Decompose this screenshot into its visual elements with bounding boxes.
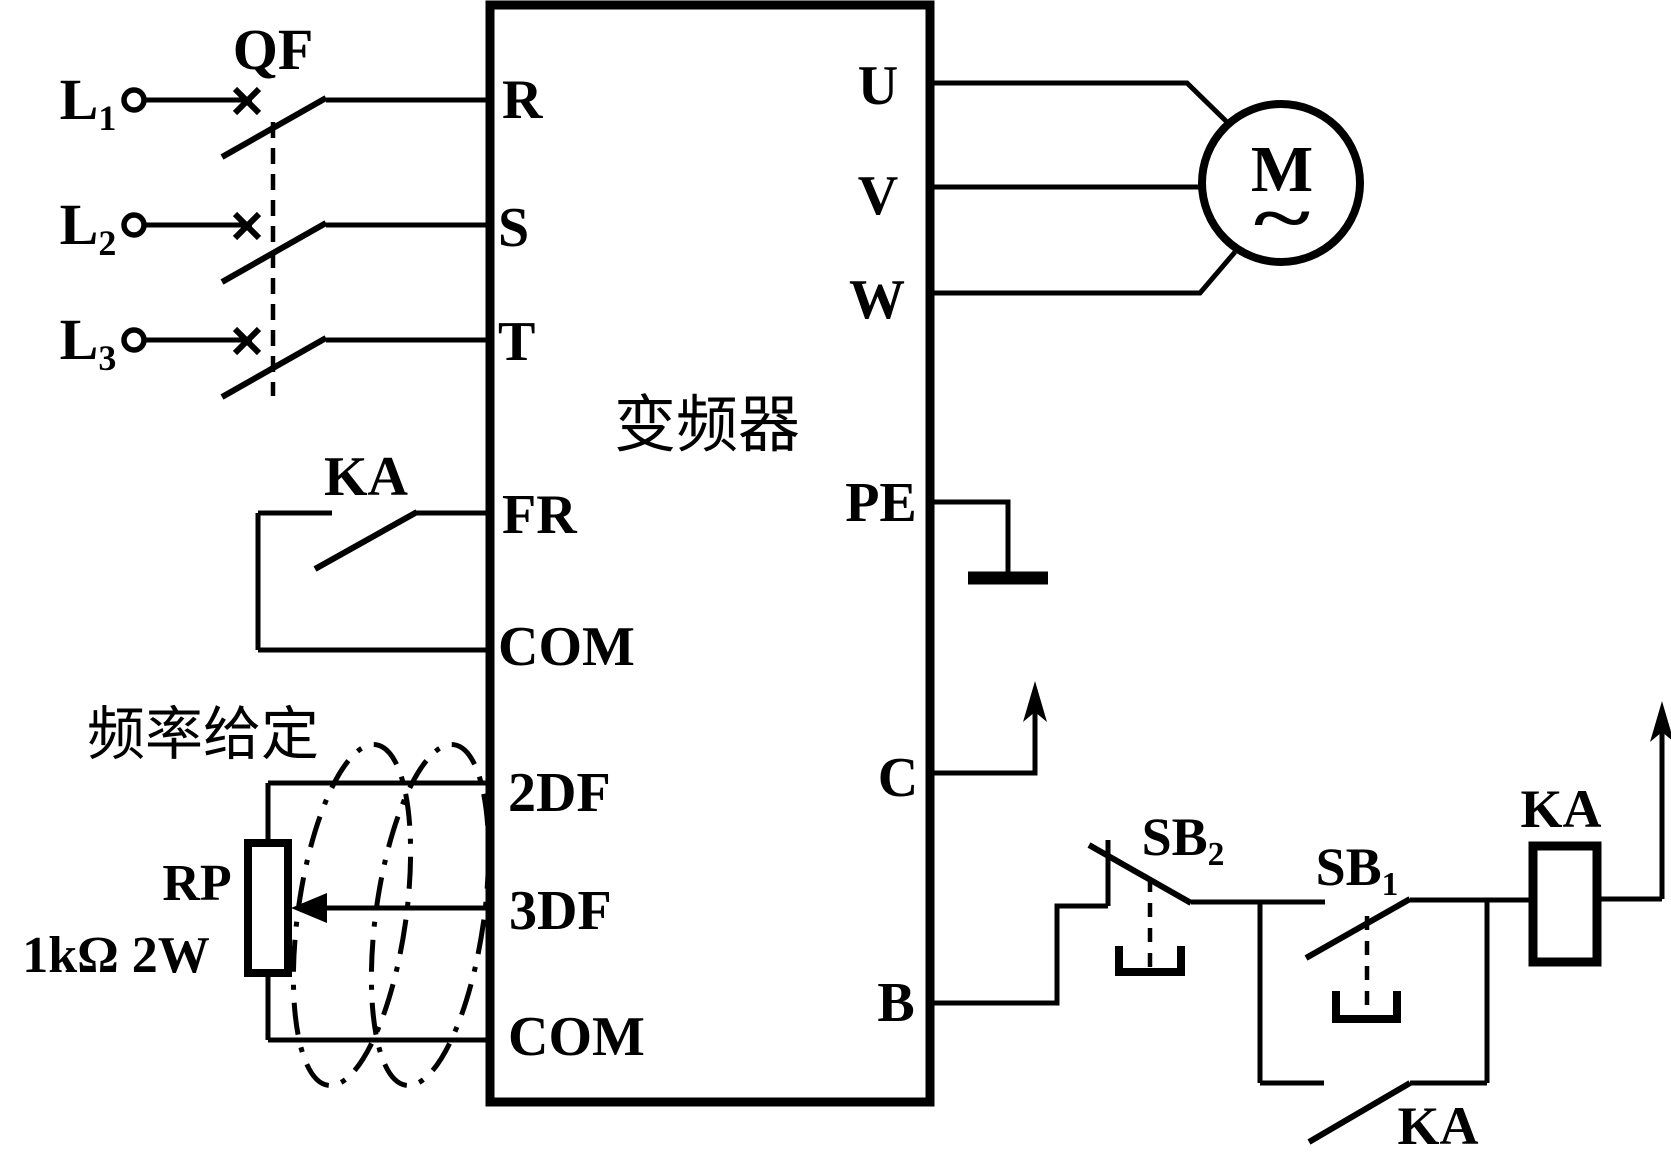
terminal-label-t: T (498, 311, 536, 373)
inverter-box (485, 0, 935, 1107)
supply-line-label-l2: L2 (59, 192, 117, 263)
breaker-cross-icon (232, 326, 262, 356)
terminal-label-fr: FR (502, 484, 577, 546)
terminal-label-2df: 2DF (508, 762, 611, 824)
wire-w (930, 250, 1237, 296)
terminal-label-c: C (877, 747, 919, 809)
holding-contact-label: KA (1397, 1096, 1479, 1156)
terminal-label-r: R (502, 69, 543, 131)
contact-blade (1304, 896, 1412, 961)
shield-loop-1 (290, 742, 414, 1088)
breaker-cross-icon (232, 211, 262, 241)
supply-terminal-icon (121, 327, 147, 353)
terminal-label-com1: COM (498, 616, 635, 678)
ka-relay-coil (1528, 701, 1671, 967)
ka-run-contact (255, 509, 490, 653)
breaker-pole-2 (121, 211, 490, 285)
sb1-start-button (1304, 896, 1533, 1023)
contact-blade (1307, 1080, 1412, 1145)
pot-circuit (244, 742, 492, 1088)
supply-terminal-icon (121, 87, 147, 113)
breaker-cross-icon (232, 86, 262, 116)
terminal-label-pe: PE (845, 472, 917, 534)
terminal-label-com2: COM (508, 1006, 645, 1068)
stop-button-label: SB2 (1141, 807, 1225, 874)
relay-coil-label: KA (1520, 779, 1602, 839)
terminal-label-w: W (849, 269, 905, 331)
wire-u (930, 80, 1231, 126)
start-button-label: SB1 (1315, 837, 1399, 904)
pe-ground (930, 499, 1048, 585)
breaker-pole-3 (121, 326, 490, 400)
pushbutton-cap-icon (1115, 946, 1185, 976)
terminal-label-s: S (498, 197, 530, 259)
coil-body (1528, 841, 1602, 967)
terminal-label-v: V (857, 165, 899, 227)
up-arrow-icon (1023, 681, 1047, 722)
contact-blade (1087, 842, 1193, 906)
motor-wiring (930, 80, 1364, 296)
pot-label: RP (162, 855, 232, 912)
pot-body (244, 839, 292, 977)
motor-ac-wave-icon: ~ (1253, 178, 1311, 258)
frequency-setting-caption: 频率给定 (86, 702, 320, 767)
pot-rating: 1kΩ 2W (22, 927, 210, 984)
up-arrow-icon (1650, 701, 1671, 742)
contact-blade (313, 509, 419, 572)
supply-line-label-l3: L3 (59, 307, 117, 378)
c-terminal-arrow (930, 681, 1047, 776)
breaker-label: QF (232, 17, 314, 82)
motor-label: M (1250, 133, 1314, 206)
terminal-label-u: U (857, 55, 899, 117)
b-terminal-wire (930, 840, 1111, 1006)
inverter-title: 变频器 (613, 392, 801, 460)
terminal-label-b: B (877, 972, 915, 1034)
motor-circle (1198, 100, 1364, 266)
terminal-label-3df: 3DF (509, 880, 612, 942)
breaker-pole-1 (121, 86, 490, 160)
pot-wiper-arrow-icon (291, 893, 327, 923)
supply-terminal-icon (121, 212, 147, 238)
shield-loop-2 (368, 742, 492, 1088)
run-contact-label: KA (324, 446, 408, 508)
pushbutton-cap-icon (1332, 991, 1401, 1023)
ka-holding-contact (1260, 1080, 1487, 1145)
supply-line-label-l1: L1 (59, 67, 117, 138)
